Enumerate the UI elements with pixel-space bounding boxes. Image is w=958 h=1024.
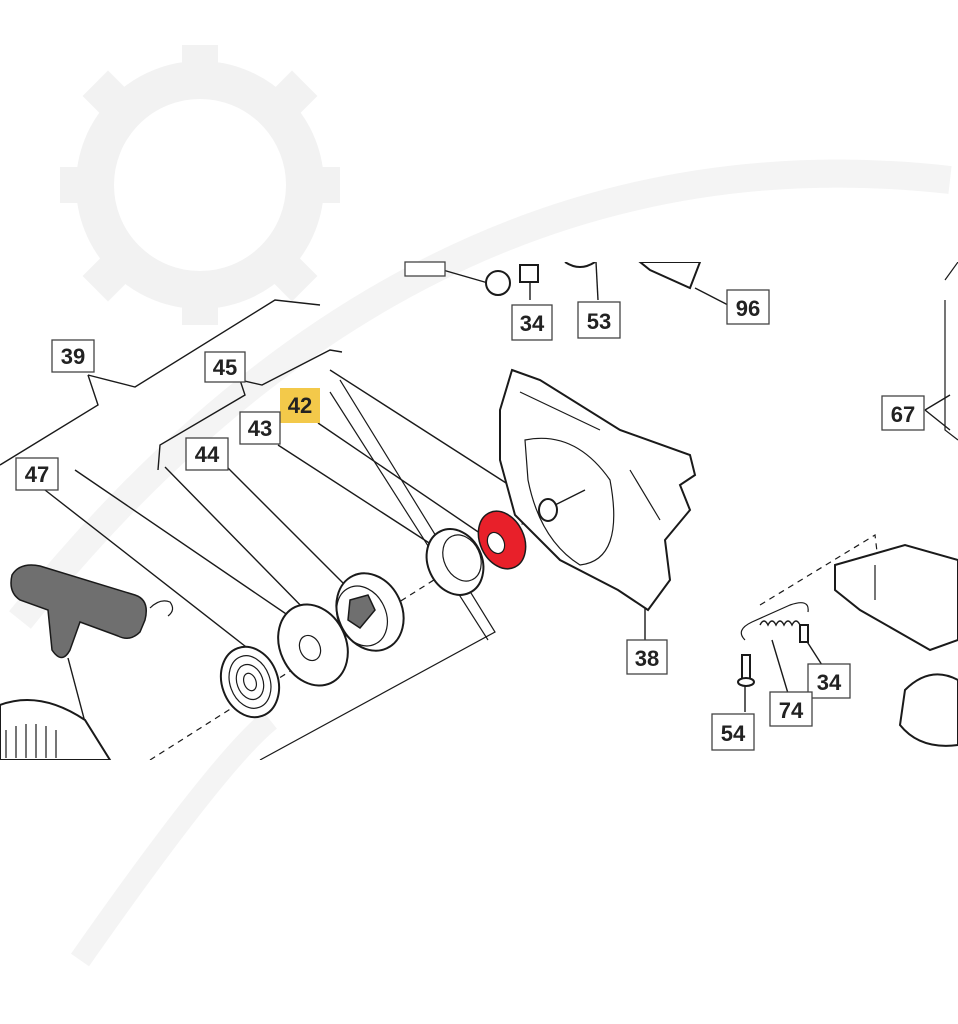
bracket-45-lower [157, 379, 246, 471]
gear-watermark-icon [9, 45, 952, 967]
leader-47 [44, 489, 251, 651]
callout-74: 74 [769, 691, 813, 727]
starter-cover [0, 699, 112, 760]
starter-handle [10, 564, 174, 760]
callout-47: 47 [15, 457, 59, 491]
callout-67: 67 [881, 395, 925, 431]
svg-text:34: 34 [817, 670, 842, 695]
ratchet [425, 528, 485, 596]
leader-44 [227, 467, 351, 591]
leader-96 [694, 287, 729, 306]
callout-34-top: 34 [511, 304, 553, 341]
bracket-39 [87, 299, 321, 388]
throttle-bracket [759, 262, 958, 747]
leader-42 [317, 422, 491, 541]
callout-partial [404, 261, 446, 277]
bracket-39-lower [0, 374, 99, 466]
leader-43 [277, 444, 441, 551]
top-parts [485, 262, 702, 296]
svg-text:34: 34 [520, 311, 545, 336]
leader-34-right [805, 639, 823, 666]
svg-text:39: 39 [61, 344, 85, 369]
svg-text:67: 67 [891, 402, 915, 427]
callout-38: 38 [626, 639, 668, 675]
assembly-frame [259, 379, 496, 760]
callout-39: 39 [51, 339, 95, 373]
svg-text:54: 54 [721, 721, 746, 746]
screw-54 [737, 654, 755, 687]
callout-44: 44 [185, 437, 229, 471]
highlighted-washer [477, 510, 527, 570]
fan-housing [499, 368, 697, 612]
svg-text:45: 45 [213, 355, 237, 380]
callout-53: 53 [577, 301, 621, 339]
svg-text:96: 96 [736, 296, 760, 321]
svg-text:44: 44 [195, 442, 220, 467]
svg-text:43: 43 [248, 416, 272, 441]
callout-34-right: 34 [807, 663, 851, 699]
leader-67 [924, 394, 951, 431]
tension-spring [740, 602, 809, 641]
callout-54: 54 [711, 713, 755, 751]
leader-74 [771, 639, 810, 701]
svg-text:47: 47 [25, 462, 49, 487]
callout-42-highlighted: 42 [280, 388, 320, 423]
svg-text:38: 38 [635, 646, 659, 671]
svg-text:74: 74 [779, 698, 804, 723]
svg-text:53: 53 [587, 309, 611, 334]
callout-96: 96 [726, 289, 770, 325]
callout-43: 43 [239, 411, 281, 445]
callout-45: 45 [204, 351, 246, 383]
pulley [335, 572, 405, 652]
leader-53 [595, 262, 599, 301]
svg-text:42: 42 [288, 393, 312, 418]
bracket-45 [239, 349, 343, 386]
screw-34 [799, 624, 809, 643]
recoil-spring [219, 645, 281, 719]
